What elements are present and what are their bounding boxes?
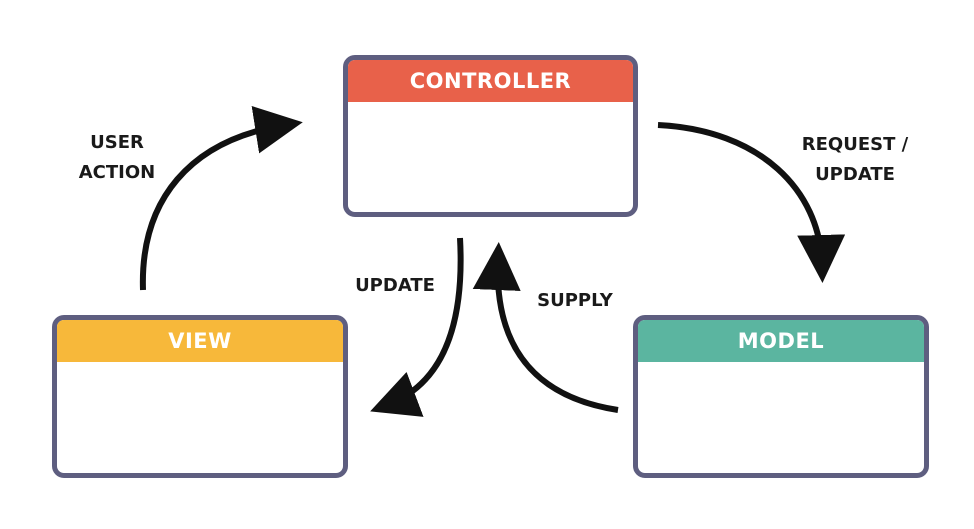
user-action-label: USER ACTION xyxy=(52,128,182,188)
user-action-line1: USER xyxy=(90,132,144,153)
model-box: MODEL xyxy=(633,315,929,478)
controller-box: CONTROLLER xyxy=(343,55,638,217)
view-title: VIEW xyxy=(168,329,232,353)
user-action-line2: ACTION xyxy=(78,162,156,183)
arrow-update xyxy=(370,237,464,417)
model-title: MODEL xyxy=(737,329,825,353)
update-label: UPDATE xyxy=(355,275,435,296)
view-box: VIEW xyxy=(52,315,348,478)
arrow-user-action xyxy=(139,105,303,291)
arrow-request-update xyxy=(657,122,846,283)
request-update-line1: REQUEST / xyxy=(801,134,909,155)
arrow-supply xyxy=(472,242,619,413)
request-update-line2: UPDATE xyxy=(815,164,895,185)
controller-header: CONTROLLER xyxy=(348,60,633,102)
request-update-label: REQUEST / UPDATE xyxy=(780,130,930,190)
supply-label: SUPPLY xyxy=(537,290,613,311)
view-header: VIEW xyxy=(57,320,343,362)
model-header: MODEL xyxy=(638,320,924,362)
controller-title: CONTROLLER xyxy=(409,69,572,93)
